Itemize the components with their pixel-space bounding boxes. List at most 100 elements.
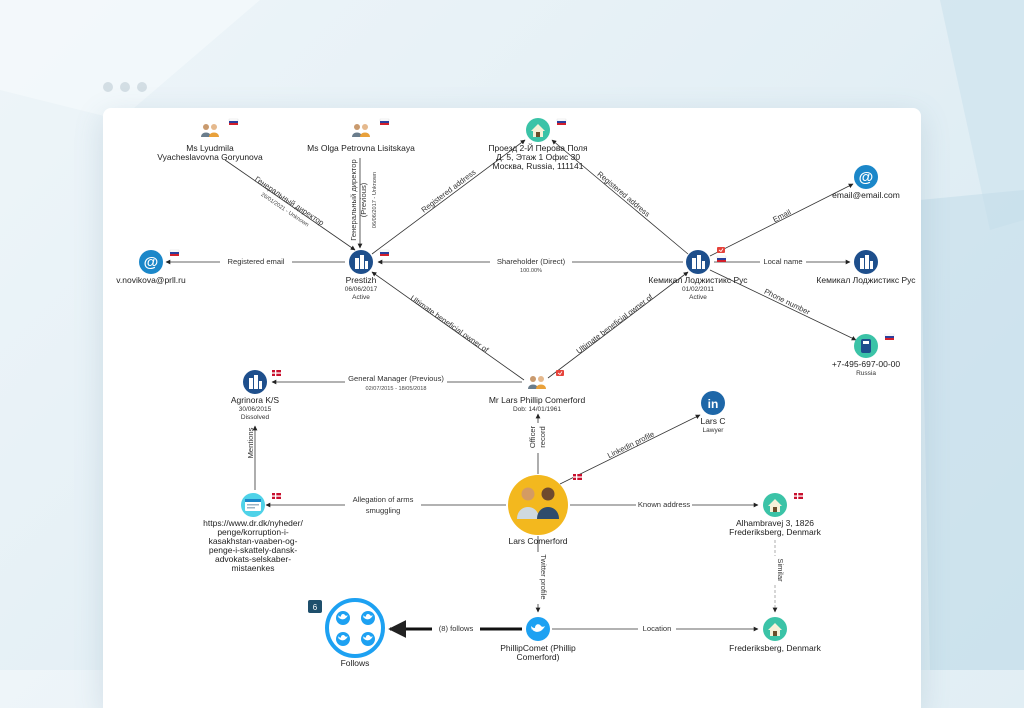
node-alhambra-address[interactable]: Alhambravej 3, 1826 Frederiksberg, Denma… — [729, 493, 822, 537]
node-label: Кемикал Лоджистикс Рус — [816, 275, 916, 285]
node-label: penge/korruption-i- — [217, 527, 289, 537]
flag-ru-icon — [228, 118, 239, 126]
flag-ru-icon — [379, 118, 390, 126]
edge-label: Known address — [638, 500, 691, 509]
node-date: 01/02/2011 — [682, 286, 714, 293]
node-date: 06/06/2017 — [345, 286, 378, 293]
node-date: 30/06/2015 — [239, 406, 272, 413]
edge-shareholder[interactable]: Shareholder (Direct) 100.00% — [377, 257, 683, 274]
edge-location[interactable]: Location — [552, 624, 759, 634]
edge-general-director[interactable]: Генеральный директор 26/01/2021 - Unknow… — [224, 159, 356, 251]
node-label: Frederiksberg, Denmark — [729, 527, 821, 537]
edge-similar[interactable]: Similar — [768, 540, 785, 613]
edge-label: Phone number — [763, 287, 812, 317]
flag-dk-icon — [272, 493, 281, 499]
background-decoration — [920, 0, 1024, 670]
person-icon — [201, 124, 219, 137]
node-agrinora[interactable]: Agrinora K/S 30/06/2015 Dissolved — [231, 370, 281, 421]
edge-mentions[interactable]: Mentions — [246, 425, 258, 490]
edge-officer-record[interactable]: Officer record — [528, 413, 548, 474]
link-graph[interactable]: Генеральный директор 26/01/2021 - Unknow… — [103, 108, 921, 670]
node-label: Москва, Russia, 111141 — [493, 161, 584, 171]
node-article[interactable]: https://www.dr.dk/nyheder/ penge/korrupt… — [203, 493, 303, 573]
node-label: Lars Comerford — [508, 536, 567, 546]
node-kemikal[interactable]: Кемикал Лоджистикс Рус 01/02/2011 Active — [648, 246, 748, 301]
flag-ru-icon — [884, 333, 895, 341]
edge-label: Ultimate beneficial owner of — [575, 292, 656, 356]
node-comerford-officer[interactable]: Mr Lars Phillip Comerford Dob: 14/01/196… — [489, 369, 586, 413]
flag-dk-icon — [794, 493, 803, 499]
window-dot-2[interactable] — [120, 82, 130, 92]
node-linkedin[interactable]: in Lars C Lawyer — [700, 391, 726, 434]
edge-label: Генеральный директор — [253, 174, 326, 227]
phone-icon — [861, 339, 871, 353]
edge-label: Email — [771, 207, 792, 224]
edge-allegation[interactable]: Allegation of arms smuggling — [265, 494, 506, 516]
edge-label: Linkedin profile — [606, 430, 656, 460]
edge-follows[interactable]: (8) follows — [388, 620, 522, 638]
node-status: Active — [689, 294, 707, 301]
edge-ubo-kemikal[interactable]: Ultimate beneficial owner of — [547, 271, 689, 379]
edge-ubo-prestizh[interactable]: Ultimate beneficial owner of — [371, 271, 525, 381]
edge-label: Registered address — [419, 167, 477, 214]
edge-label: Registered address — [595, 169, 651, 218]
graph-canvas[interactable]: Генеральный директор 26/01/2021 - Unknow… — [103, 108, 921, 670]
flag-dk-icon — [272, 370, 281, 376]
window-dot-3[interactable] — [137, 82, 147, 92]
edge-label: Similar — [776, 558, 785, 582]
node-label: https://www.dr.dk/nyheder/ — [203, 518, 303, 528]
node-label: penge-i-skattely-dansk- — [209, 545, 298, 555]
edge-sublabel: 100.00% — [520, 268, 542, 274]
node-twitter[interactable]: PhillipComet (Phillip Comerford) — [500, 617, 576, 662]
person-icon — [517, 487, 559, 519]
node-lisitskaya[interactable]: Ms Olga Petrovna Lisitskaya — [307, 118, 415, 153]
webpage-icon — [245, 499, 261, 511]
at-icon: @ — [859, 169, 874, 186]
linkedin-icon: in — [708, 397, 719, 411]
count-badge — [308, 600, 322, 613]
node-kemikal-local[interactable]: Кемикал Лоджистикс Рус — [816, 250, 916, 285]
person-icon — [528, 376, 546, 389]
edge-local-name[interactable]: Local name — [714, 257, 851, 267]
edge-general-director-previous[interactable]: Генеральный директор (Previous) 06/06/20… — [349, 158, 378, 249]
node-role: Lawyer — [703, 427, 725, 434]
node-prestizh[interactable]: Prestizh 06/06/2017 Active — [345, 249, 390, 301]
edge-known-address[interactable]: Known address — [570, 500, 759, 510]
edge-label: Shareholder (Direct) — [497, 257, 566, 266]
node-frederiksberg[interactable]: Frederiksberg, Denmark — [729, 617, 822, 653]
node-goryunova[interactable]: Ms Lyudmila Vyacheslavovna Goryunova — [157, 118, 263, 162]
node-label: PhillipComet (Phillip — [500, 643, 576, 653]
node-label: Кемикал Лоджистикс Рус — [648, 275, 748, 285]
node-address-moscow[interactable]: Проезд 2-Й Перова Поля Д. 5, Этаж 1 Офис… — [488, 118, 588, 171]
edge-general-manager-previous[interactable]: General Manager (Previous) 02/07/2015 - … — [271, 374, 522, 392]
node-label: Alhambravej 3, 1826 — [736, 518, 814, 528]
edge-label: (8) follows — [439, 624, 474, 633]
edge-twitter-profile[interactable]: Twitter profile — [530, 536, 548, 613]
node-label: mistaenkes — [232, 563, 275, 573]
node-follows[interactable]: 6 Follows — [308, 598, 385, 668]
node-label: Frederiksberg, Denmark — [729, 643, 821, 653]
edge-label: smuggling — [366, 506, 401, 515]
node-label: v.novikova@prll.ru — [116, 275, 186, 285]
node-status: Dissolved — [241, 414, 270, 421]
node-label: Ms Olga Petrovna Lisitskaya — [307, 143, 415, 153]
node-label: Prestizh — [346, 275, 377, 285]
node-label: advokats-selskaber- — [215, 554, 291, 564]
edge-linkedin-profile[interactable]: Linkedin profile — [559, 414, 701, 485]
node-lars-comerford[interactable]: Lars Comerford — [508, 474, 582, 546]
node-label: Comerford) — [517, 652, 560, 662]
note-flag-icon — [555, 369, 565, 377]
edge-registered-email[interactable]: Registered email — [165, 257, 345, 267]
at-icon: @ — [144, 254, 159, 271]
edge-sublabel: 06/06/2017 - Unknown — [372, 172, 378, 228]
node-email-com[interactable]: @ email@email.com — [832, 165, 900, 200]
edge-label: Генеральный директор — [349, 159, 358, 240]
node-novikova-email[interactable]: @ v.novikova@prll.ru — [116, 249, 186, 285]
node-label: Follows — [341, 658, 370, 668]
edge-label: record — [538, 426, 547, 448]
window-dot-1[interactable] — [103, 82, 113, 92]
node-label: Lars C — [700, 416, 725, 426]
edge-label: (Previous) — [359, 182, 368, 217]
node-phone[interactable]: +7-495-697-00-00 Russia — [832, 333, 901, 377]
node-country: Russia — [856, 370, 876, 377]
